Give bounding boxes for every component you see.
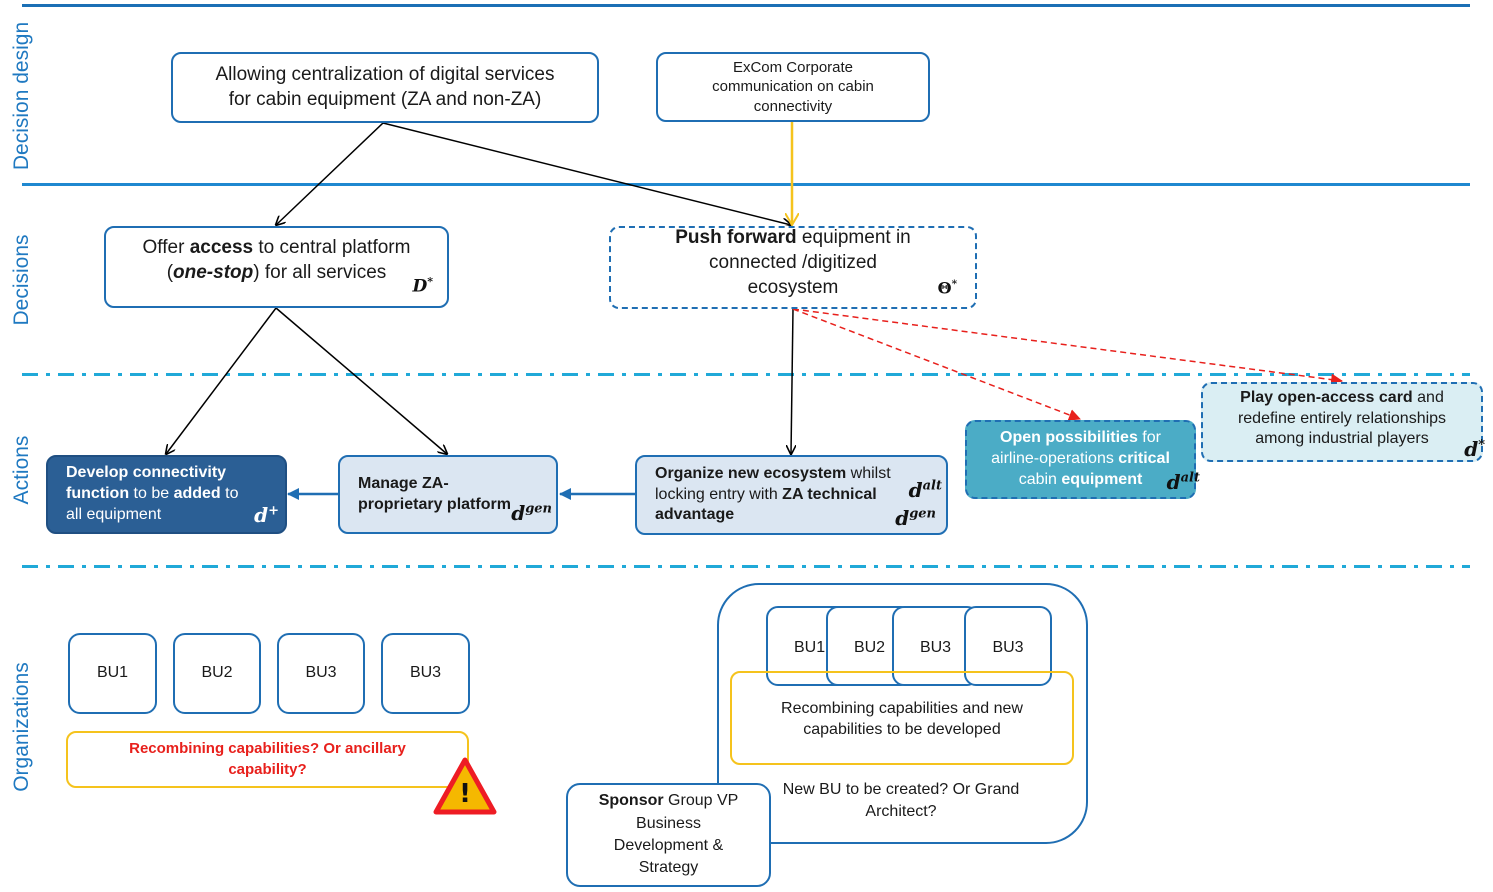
play-open-access-text: Play open-access card and redefine entir… bbox=[1237, 388, 1447, 448]
left-bu-3-label: BU3 bbox=[305, 664, 337, 682]
right-bu-1-label: BU1 bbox=[794, 639, 826, 656]
play-open-access-box: Play open-access card and redefine entir… bbox=[1201, 382, 1485, 462]
excom-text: ExCom Corporate communication on cabin c… bbox=[712, 58, 874, 115]
develop-connectivity-box: Develop connectivity function to be adde… bbox=[46, 455, 287, 534]
right-bu-3-label: BU3 bbox=[919, 639, 952, 656]
centralization-box: Allowing centralization of digital servi… bbox=[171, 52, 599, 123]
arrow-push-to-open-possibilities bbox=[792, 308, 1081, 421]
manage-za-box: Manage ZA- proprietary platform dgen bbox=[338, 455, 558, 534]
organize-symbol-gen: dgen bbox=[895, 506, 936, 530]
offer-access-text: Offer access to central platform (one-st… bbox=[142, 237, 411, 283]
lane-separator-actions-organizations bbox=[22, 565, 1470, 568]
left-bu-3: BU3 bbox=[277, 633, 365, 714]
excom-box: ExCom Corporate communication on cabin c… bbox=[656, 52, 930, 122]
organize-ecosystem-box: Organize new ecosystem whilst locking en… bbox=[635, 455, 948, 535]
left-bu-2-label: BU2 bbox=[201, 664, 233, 682]
left-bu-4: BU3 bbox=[381, 633, 470, 714]
offer-access-box: Offer access to central platform (one-st… bbox=[104, 226, 449, 308]
manage-za-symbol: dgen bbox=[511, 501, 552, 525]
push-forward-symbol: Θ* bbox=[937, 277, 957, 298]
sponsor-box: Sponsor Group VP Business Development & … bbox=[566, 783, 771, 887]
left-recombining-question-box: Recombining capabilities? Or ancillary c… bbox=[66, 731, 469, 788]
left-bu-1-label: BU1 bbox=[96, 664, 129, 682]
play-open-access-symbol: d* bbox=[1464, 437, 1485, 461]
lane-separator-design-decisions bbox=[22, 183, 1470, 186]
right-question-text: New BU to be created? Or Grand Architect… bbox=[782, 781, 1020, 820]
warning-glyph: ! bbox=[459, 779, 471, 809]
lane-separator-decisions-actions bbox=[22, 373, 1470, 376]
right-bu-4-label: BU3 bbox=[992, 639, 1024, 656]
arrow-centralization-to-push bbox=[382, 122, 791, 225]
develop-connectivity-text: Develop connectivity function to be adde… bbox=[66, 464, 239, 523]
left-bu-1: BU1 bbox=[68, 633, 157, 714]
push-forward-box: Push forward equipment in connected /dig… bbox=[609, 226, 977, 309]
manage-za-text: Manage ZA- proprietary platform bbox=[358, 474, 511, 513]
centralization-text: Allowing centralization of digital servi… bbox=[215, 63, 555, 110]
push-forward-text: Push forward equipment in connected /dig… bbox=[675, 227, 911, 298]
open-possibilities-symbol: dalt bbox=[1166, 470, 1200, 494]
right-recombining-box: Recombining capabilities and new capabil… bbox=[730, 671, 1074, 765]
sponsor-text: Sponsor Group VP Business Development & … bbox=[598, 792, 739, 877]
arrow-push-to-play-open-access bbox=[792, 308, 1343, 386]
organize-symbol-alt: dalt bbox=[908, 478, 942, 502]
left-recombining-question-text: Recombining capabilities? Or ancillary c… bbox=[129, 740, 406, 778]
organize-ecosystem-text: Organize new ecosystem whilst locking en… bbox=[655, 464, 891, 524]
develop-connectivity-symbol: d+ bbox=[254, 503, 279, 527]
right-bu-2-label: BU2 bbox=[853, 639, 886, 656]
arrow-offer-to-manage bbox=[275, 307, 447, 454]
left-bu-4-label: BU3 bbox=[409, 664, 442, 682]
offer-access-symbol: D* bbox=[412, 275, 433, 297]
right-recombining-text: Recombining capabilities and new capabil… bbox=[781, 700, 1023, 738]
lane-separator-top bbox=[22, 4, 1470, 7]
open-possibilities-text: Open possibilities for airline-operation… bbox=[991, 429, 1170, 488]
arrow-centralization-to-offer bbox=[276, 122, 384, 225]
left-bu-2: BU2 bbox=[173, 633, 261, 714]
arrow-push-to-organize bbox=[791, 308, 793, 454]
open-possibilities-box: Open possibilities for airline-operation… bbox=[965, 420, 1200, 499]
arrow-offer-to-develop bbox=[166, 307, 277, 454]
warning-icon: ! bbox=[433, 757, 497, 815]
